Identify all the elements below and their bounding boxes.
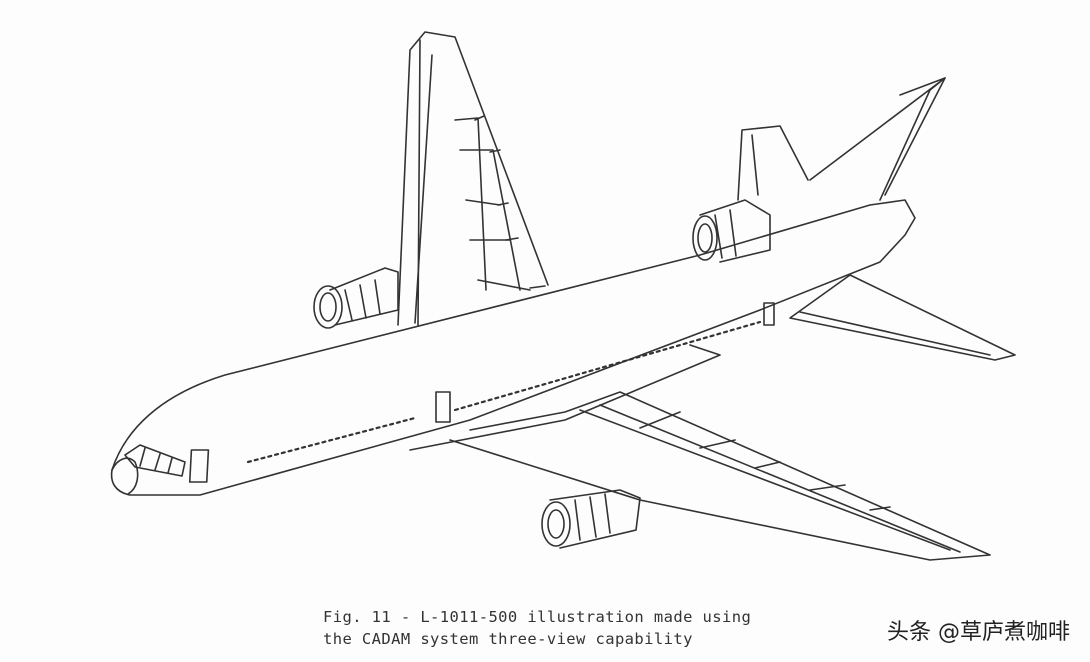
near-engine [541, 489, 641, 549]
caption-line-1: Fig. 11 - L-1011-500 illustration made u… [323, 608, 752, 626]
tail-section [692, 77, 1016, 361]
fuselage [110, 199, 916, 496]
caption-line-2: the CADAM system three-view capability [323, 630, 693, 648]
figure-caption: Fig. 11 - L-1011-500 illustration made u… [323, 606, 843, 650]
far-engine [313, 267, 399, 329]
near-wing [449, 391, 991, 561]
watermark: 头条 @草庐煮咖啡 [887, 620, 1070, 645]
far-wing [397, 31, 549, 326]
